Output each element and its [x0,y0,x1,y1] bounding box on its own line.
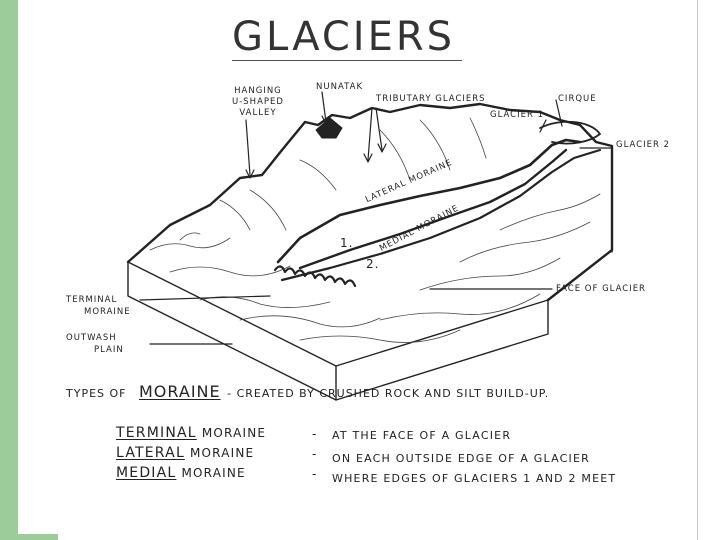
glacier-lateral-edge [278,140,580,262]
moraine-type-name: TERMINAL [116,425,197,441]
moraine-row: LATERAL MORAINE [116,445,254,461]
types-suffix: - CREATED BY CRUSHED ROCK AND SILT BUILD… [227,387,549,400]
label-face-of-glacier: FACE OF GLACIER [556,284,646,294]
moraine-row: MEDIAL MORAINE [116,465,246,481]
moraine-row: TERMINAL MORAINE [116,425,266,441]
arrow-tributary-a [368,108,372,160]
moraine-dash: - [312,467,318,481]
arrow-tributary-b [376,108,382,150]
label-terminal-moraine: TERMINAL MORAINE [66,294,131,318]
label-hanging-valley: HANGING U-SHAPED VALLEY [232,86,284,119]
nunatak-peak [316,118,342,138]
arrow-terminal [140,296,270,300]
label-glacier-number-2: 2. [366,257,379,271]
moraine-dash: - [312,447,318,461]
label-nunatak: NUNATAK [316,82,363,92]
moraine-dash: - [312,427,318,441]
moraine-type-name: MEDIAL [116,465,176,481]
terminal-moraine [275,266,355,286]
moraine-description: WHERE EDGES OF GLACIERS 1 AND 2 MEET [332,472,616,485]
block-left-edge [128,262,548,400]
moraine-description: ON EACH OUTSIDE EDGE OF A GLACIER [332,452,590,465]
moraine-description: AT THE FACE OF A GLACIER [332,429,511,442]
label-glacier-number-1: 1. [340,236,353,250]
types-prefix: TYPES OF [66,387,127,400]
label-glacier-1: GLACIER 1 [490,110,544,120]
types-heading: TYPES OF MORAINE - CREATED BY CRUSHED RO… [66,382,549,401]
label-outwash-plain: OUTWASH PLAIN [66,332,124,356]
label-glacier-2: GLACIER 2 [616,140,670,150]
label-tributary-glaciers: TRIBUTARY GLACIERS [376,94,486,104]
types-word: MORAINE [139,382,221,401]
moraine-type-name: LATERAL [116,445,185,461]
arrow-hanging-valley [246,120,250,175]
label-cirque: CIRQUE [558,94,597,104]
